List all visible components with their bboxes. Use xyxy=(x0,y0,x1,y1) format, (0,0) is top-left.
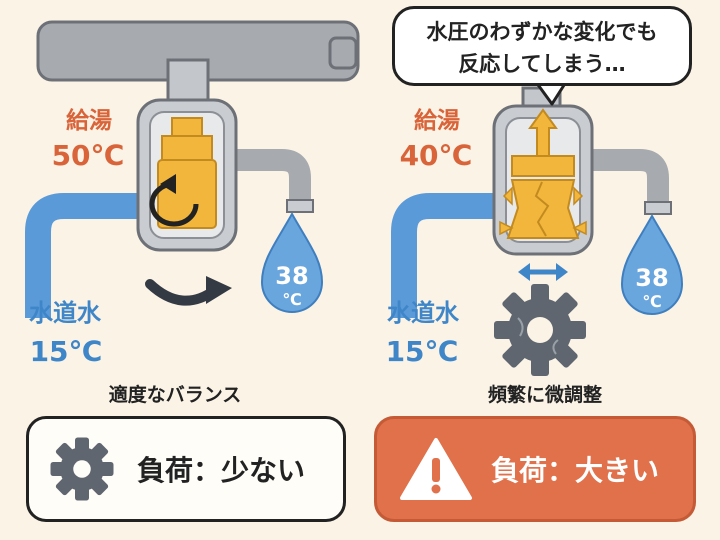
right-panel-text: 負荷：大きい xyxy=(491,454,660,487)
right-water-drop xyxy=(620,213,684,315)
left-panel-text: 負荷：少ない xyxy=(137,454,306,487)
right-load-panel: 負荷：大きい xyxy=(374,416,696,522)
right-up-arrow xyxy=(528,108,558,157)
left-cold-temp: 15℃ xyxy=(29,335,103,368)
bubble-line-2: 反応してしまう… xyxy=(458,51,626,76)
left-caption: 適度なバランス xyxy=(108,384,242,406)
right-hot-temp: 40℃ xyxy=(399,139,473,172)
left-top-bar xyxy=(36,20,360,82)
right-gear-icon xyxy=(494,284,586,376)
left-water-drop xyxy=(260,211,324,313)
right-cold-temp: 15℃ xyxy=(385,335,459,368)
bubble-line-1: 水圧のわずかな変化でも xyxy=(426,20,658,44)
left-drop-temp: 38 xyxy=(275,262,309,290)
left-cold-pipe xyxy=(25,193,155,318)
left-rotate-arrow xyxy=(149,181,199,227)
right-drop-temp: 38 xyxy=(635,264,669,292)
gear-icon xyxy=(50,437,114,501)
left-balance-arrow xyxy=(145,279,220,306)
left-outlet-spout xyxy=(226,149,311,206)
right-cold-pipe xyxy=(391,193,505,318)
right-cold-label: 水道水 xyxy=(387,299,459,327)
speech-bubble: 水圧のわずかな変化でも 反応してしまう… xyxy=(392,6,692,86)
right-hot-label: 給湯 xyxy=(414,108,460,134)
left-drop-unit: ℃ xyxy=(282,290,302,309)
right-caption: 頻繁に微調整 xyxy=(487,384,602,406)
right-double-arrow xyxy=(518,263,568,281)
left-hot-label: 給湯 xyxy=(66,108,112,134)
warning-icon xyxy=(400,438,472,500)
right-cartridge xyxy=(506,155,580,239)
right-drop-unit: ℃ xyxy=(642,292,662,311)
left-hot-temp: 50℃ xyxy=(51,139,125,172)
right-outlet-spout xyxy=(580,149,669,208)
left-cold-label: 水道水 xyxy=(29,299,101,327)
left-load-panel: 負荷：少ない xyxy=(26,416,346,522)
